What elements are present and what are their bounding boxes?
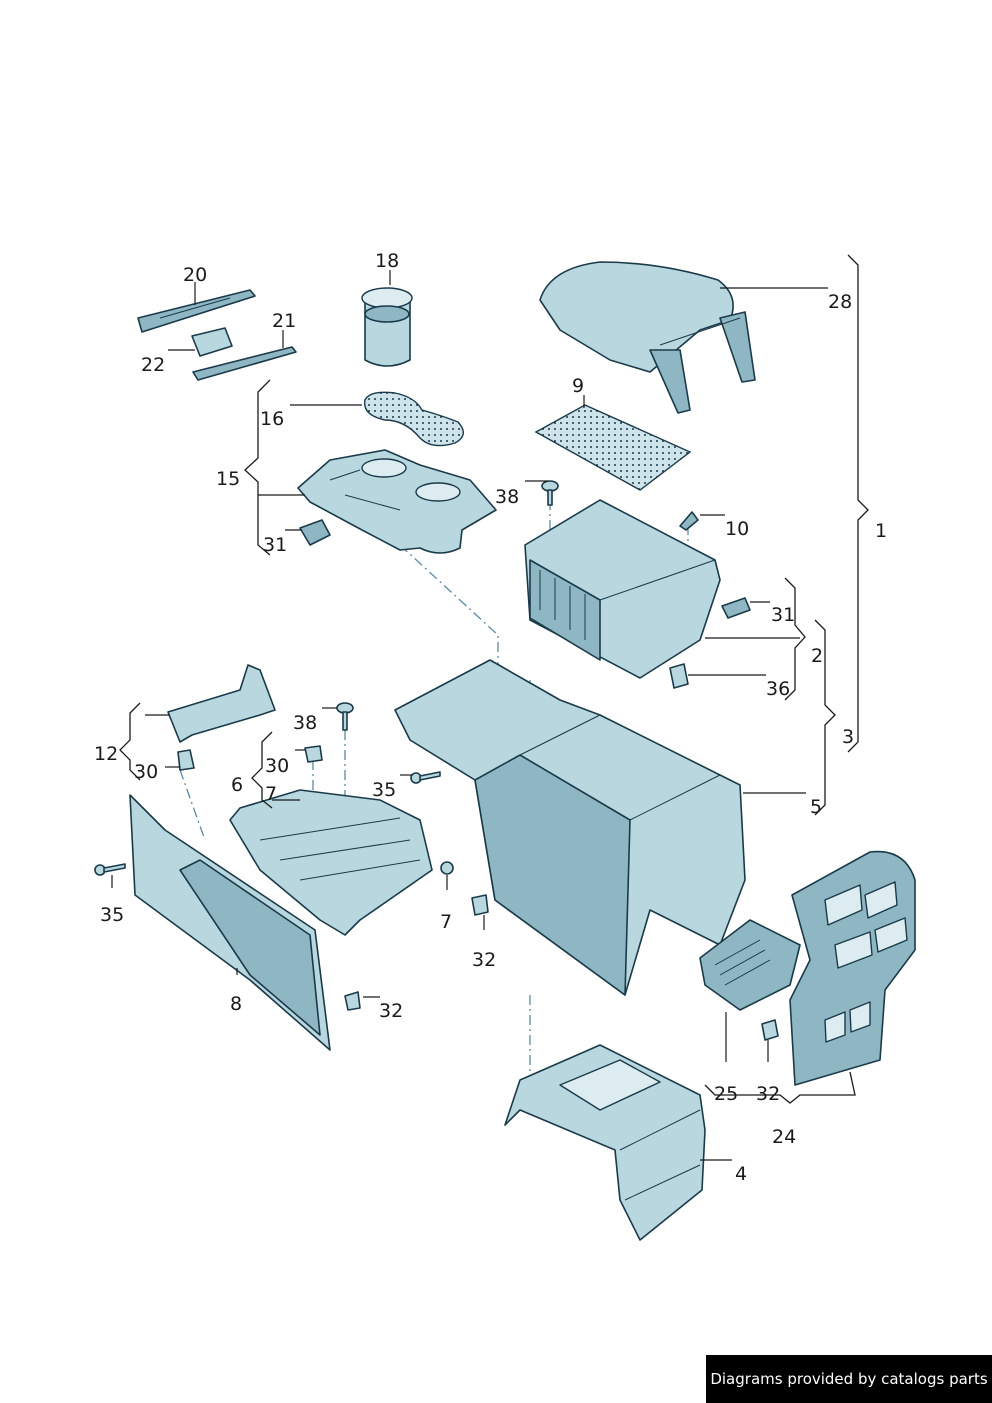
callout-labels: 20 21 22 18 16 15 31 28 9 38 10 1 31 2 3… xyxy=(94,250,887,1185)
part-32-clip-mid xyxy=(471,894,489,916)
callout-16: 16 xyxy=(260,408,284,430)
part-21-strip xyxy=(192,346,297,381)
footer-credit: Diagrams provided by catalogs parts xyxy=(706,1355,992,1403)
part-6-carrier xyxy=(229,789,433,936)
callout-30-left: 30 xyxy=(134,761,158,783)
part-20-trim-strip xyxy=(137,289,256,333)
callout-6: 6 xyxy=(231,774,243,796)
callout-18: 18 xyxy=(375,250,399,272)
braces xyxy=(119,254,869,1104)
callout-32-mid: 32 xyxy=(472,949,496,971)
callout-4: 4 xyxy=(735,1163,747,1185)
callout-32-left: 32 xyxy=(379,1000,403,1022)
callout-38-mid: 38 xyxy=(293,712,317,734)
callout-31-left: 31 xyxy=(263,534,287,556)
part-25-vent xyxy=(699,919,801,1011)
callout-3: 3 xyxy=(842,726,854,748)
callout-35-left: 35 xyxy=(100,904,124,926)
callout-5: 5 xyxy=(810,796,822,818)
callout-8: 8 xyxy=(230,993,242,1015)
part-38-screw-top xyxy=(541,480,559,506)
part-30-clip-mid xyxy=(304,745,323,763)
part-7-pin xyxy=(440,861,454,875)
part-9-mat xyxy=(534,404,692,491)
callout-15: 15 xyxy=(216,468,240,490)
part-2-storage-box xyxy=(524,499,721,679)
part-32-clip-left xyxy=(344,991,361,1011)
part-12-bracket xyxy=(167,664,276,743)
callout-9: 9 xyxy=(572,375,584,397)
part-35-screw-left xyxy=(94,863,126,876)
part-24-rear-panel xyxy=(789,850,916,1086)
callout-28: 28 xyxy=(828,291,852,313)
callout-35-mid: 35 xyxy=(372,779,396,801)
callout-32-right: 32 xyxy=(756,1083,780,1105)
part-15-cup-holder xyxy=(297,449,497,554)
callout-10: 10 xyxy=(725,518,749,540)
callout-25: 25 xyxy=(714,1083,738,1105)
part-4-frame xyxy=(504,1044,706,1241)
part-30-clip-left xyxy=(177,749,195,771)
callout-22: 22 xyxy=(141,354,165,376)
part-16-cup-mat xyxy=(363,391,464,447)
callout-7-upper: 7 xyxy=(265,783,277,805)
part-32-clip-right xyxy=(761,1019,779,1041)
part-5-console-body xyxy=(394,659,746,996)
callout-7-lower: 7 xyxy=(440,911,452,933)
callout-20: 20 xyxy=(183,264,207,286)
callout-38-top: 38 xyxy=(495,486,519,508)
part-8-side-panel xyxy=(129,794,331,1051)
part-18-cup-insert xyxy=(361,287,413,367)
callout-36: 36 xyxy=(766,678,790,700)
callout-24: 24 xyxy=(772,1126,796,1148)
leader-lines xyxy=(111,270,828,1161)
callout-1: 1 xyxy=(875,520,887,542)
part-28-armrest-lid xyxy=(539,261,756,414)
callout-2: 2 xyxy=(811,645,823,667)
part-35-screw-mid xyxy=(410,771,441,784)
part-31-clip-right xyxy=(721,597,751,619)
part-22-clip xyxy=(191,327,233,357)
part-38-screw-mid xyxy=(336,702,354,731)
part-36-clip xyxy=(669,663,689,689)
callout-12: 12 xyxy=(94,743,118,765)
callout-31-right: 31 xyxy=(771,604,795,626)
part-31-clip-left xyxy=(299,519,331,546)
callout-21: 21 xyxy=(272,310,296,332)
callout-30-mid: 30 xyxy=(265,755,289,777)
part-10-clip xyxy=(679,511,699,531)
